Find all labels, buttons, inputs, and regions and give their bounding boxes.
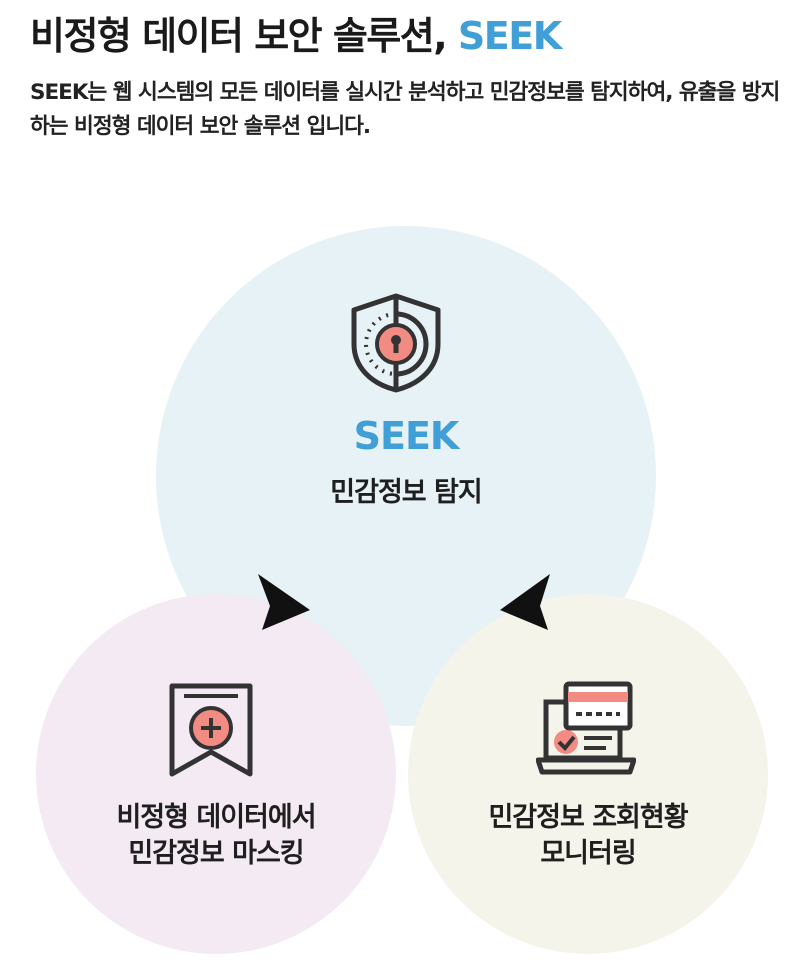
title-accent: SEEK xyxy=(457,14,562,58)
laptop-card-check-icon xyxy=(536,681,636,775)
monitoring-label-line2: 모니터링 xyxy=(540,838,636,869)
shield-key-icon xyxy=(351,293,441,393)
masking-label-line1: 비정형 데이터에서 xyxy=(116,802,316,833)
masking-label-line2: 민감정보 마스킹 xyxy=(128,838,304,869)
description: SEEK는 웹 시스템의 모든 데이터를 실시간 분석하고 민감정보를 탐지하여… xyxy=(30,80,780,139)
monitoring-label: 민감정보 조회현황 모니터링 xyxy=(408,800,768,872)
seek-brand: SEEK xyxy=(353,414,460,458)
masking-label: 비정형 데이터에서 민감정보 마스킹 xyxy=(36,800,396,872)
masking-circle xyxy=(36,594,396,954)
title-main: 비정형 데이터 보안 솔루션, xyxy=(30,14,458,58)
page-title: 비정형 데이터 보안 솔루션, SEEK xyxy=(30,10,562,62)
bookmark-plus-icon xyxy=(169,683,253,777)
arrow-right-icon xyxy=(500,574,550,630)
monitoring-label-line1: 민감정보 조회현황 xyxy=(488,802,688,833)
detection-label: 민감정보 탐지 xyxy=(330,477,482,508)
arrow-left-icon xyxy=(258,574,310,630)
